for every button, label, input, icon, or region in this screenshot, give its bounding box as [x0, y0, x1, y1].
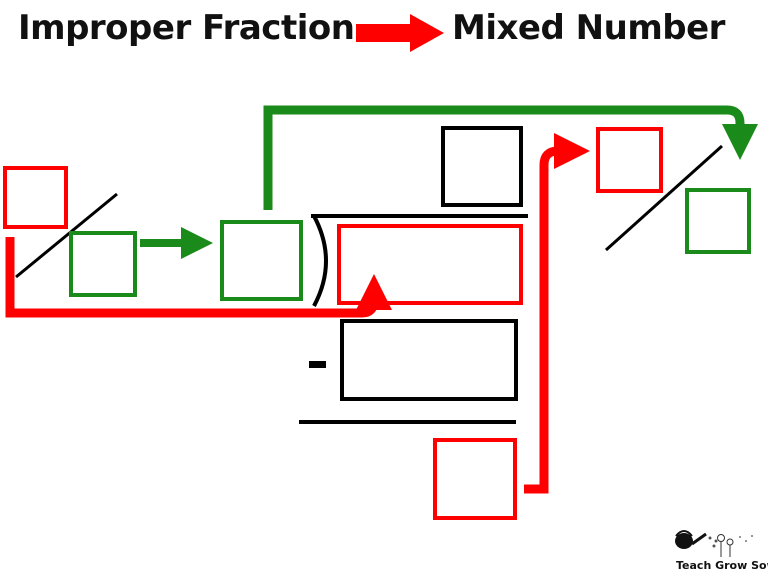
quotient-box[interactable]	[441, 126, 523, 207]
watering-can-dandelion-icon	[675, 530, 753, 557]
red-right-arrow-icon	[356, 14, 444, 52]
subtraction-box[interactable]	[340, 319, 518, 401]
green-arrow-to-mixed-denominator	[263, 105, 758, 210]
improper-numerator-box[interactable]	[3, 166, 68, 229]
remainder-box[interactable]	[433, 438, 517, 520]
improper-denominator-box[interactable]	[69, 231, 137, 297]
mixed-fraction-slash	[604, 144, 724, 252]
divisor-box[interactable]	[220, 220, 303, 301]
minus-sign	[309, 361, 326, 368]
fraction-slash	[15, 192, 118, 279]
mixed-number-heading: Mixed Number	[452, 8, 725, 48]
improper-fraction-heading: Improper Fraction	[18, 8, 355, 48]
red-arrow-to-mixed-numerator	[524, 133, 590, 494]
red-arrow-to-dividend	[5, 237, 392, 318]
logo-text: Teach Grow Sow	[676, 559, 768, 572]
dividend-box[interactable]	[337, 224, 523, 305]
long-division-bracket	[311, 214, 528, 307]
mixed-numerator-box[interactable]	[596, 127, 663, 193]
mixed-denominator-box[interactable]	[685, 188, 751, 254]
